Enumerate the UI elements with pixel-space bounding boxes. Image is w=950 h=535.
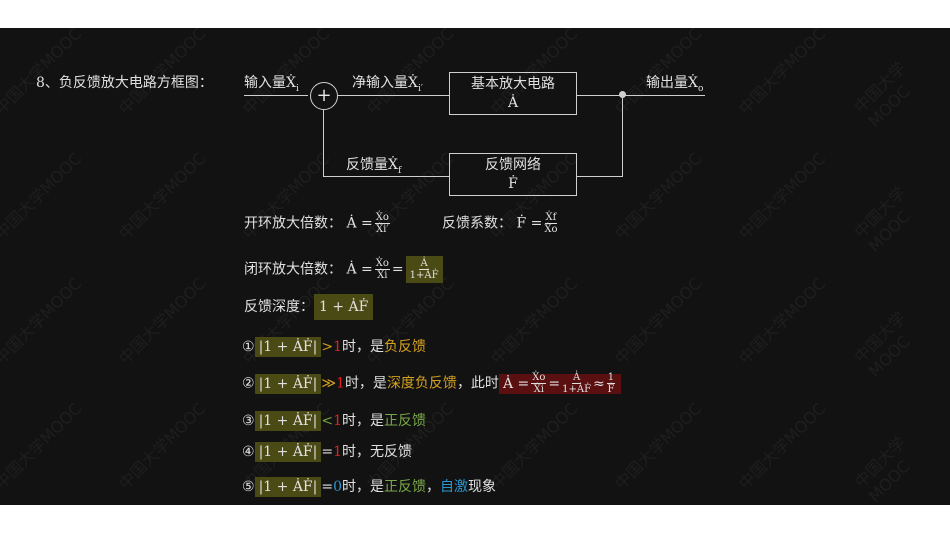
watermark: 中国大学MOOC xyxy=(115,148,210,244)
watermark: 中国大学MOOC xyxy=(115,23,210,119)
watermark: 中国大学MOOC xyxy=(487,273,582,369)
output-label: 输出量Ẋo xyxy=(646,75,704,94)
watermark: 中国大学MOOC xyxy=(850,182,914,256)
watermark: 中国大学MOOC xyxy=(0,148,86,244)
input-label: 输入量Ẋi xyxy=(244,75,299,94)
watermark: 中国大学MOOC xyxy=(735,273,830,369)
watermark: 中国大学MOOC xyxy=(0,23,86,119)
watermark: 中国大学MOOC xyxy=(487,398,582,494)
summing-junction: + xyxy=(310,82,338,110)
watermark: 中国大学MOOC xyxy=(0,273,86,369)
watermark: 中国大学MOOC xyxy=(0,398,86,494)
case-1: ①|1 + ȦḞ|>1时，是负反馈 xyxy=(242,337,427,357)
slide: 中国大学MOOC 中国大学MOOC 中国大学MOOC 中国大学MOOC 中国大学MOOC… xyxy=(0,24,950,506)
watermark: 中国大学MOOC xyxy=(611,273,706,369)
watermark: 中国大学MOOC xyxy=(735,398,830,494)
watermark: 中国大学MOOC xyxy=(850,432,914,506)
watermark: 中国大学MOOC xyxy=(735,148,830,244)
watermark: 中国大学MOOC xyxy=(115,398,210,494)
case-3: ③|1 + ȦḞ|<1时，是正反馈 xyxy=(242,411,427,431)
feedback-depth: 反馈深度：1 + ȦḞ xyxy=(244,294,374,320)
watermark: 中国大学MOOC xyxy=(115,273,210,369)
watermark: 中国大学MOOC xyxy=(363,23,458,119)
watermark: 中国大学MOOC xyxy=(611,398,706,494)
case-5: ⑤|1 + ȦḞ|=0时，是正反馈，自激现象 xyxy=(242,477,497,497)
feedback-qty-label: 反馈量Ẋf xyxy=(346,157,402,176)
heading: 8、负反馈放大电路方框图： xyxy=(36,75,213,91)
case-4: ④|1 + ȦḞ|=1时，无反馈 xyxy=(242,442,413,462)
net-input-label: 净输入量Ẋi′ xyxy=(352,75,423,94)
watermark: 中国大学MOOC xyxy=(850,307,914,381)
watermark: 中国大学MOOC xyxy=(735,23,830,119)
watermark: 中国大学MOOC xyxy=(850,57,914,131)
node-dot xyxy=(619,91,626,98)
